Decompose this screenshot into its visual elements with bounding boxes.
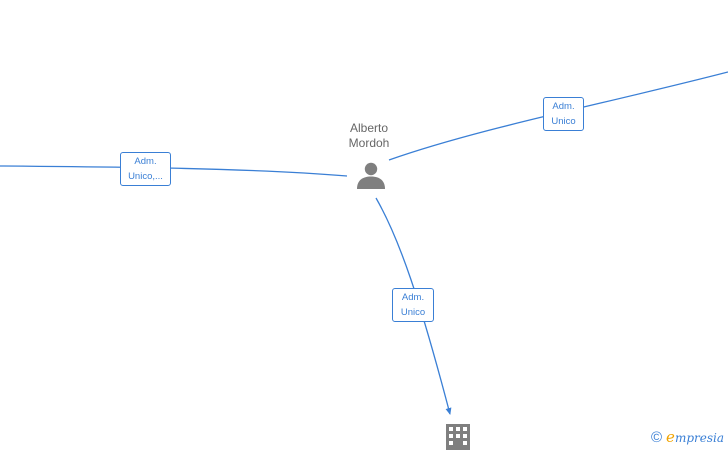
edge-label-upper-right-line1: Adm. (552, 101, 575, 112)
brand-logo-text: mpresia (674, 431, 724, 445)
brand-watermark: © empresia (651, 428, 724, 446)
edge-label-left-line2: Unico,... (128, 171, 163, 182)
building-icon[interactable] (446, 424, 470, 455)
edge-left (0, 165, 348, 177)
person-icon[interactable] (356, 160, 386, 195)
copyright-symbol: © (650, 429, 663, 446)
edge-label-upper-right[interactable]: Adm. Unico (543, 97, 584, 131)
person-name-line2: Mordoh (348, 136, 390, 150)
person-name-line1: Alberto (349, 121, 389, 135)
edge-label-down-line1: Adm. (401, 292, 425, 303)
edge-down (375, 197, 452, 415)
edge-label-upper-right-line2: Unico (551, 116, 576, 127)
edge-label-left-line1: Adm. (134, 156, 157, 167)
edge-label-left[interactable]: Adm. Unico,... (120, 152, 171, 186)
brand-logo-initial: e (666, 428, 675, 446)
brand-logo: empresia (666, 428, 724, 446)
person-name: Alberto Mordoh (329, 121, 409, 151)
edge-label-down[interactable]: Adm. Unico (392, 288, 434, 322)
edge-label-down-line2: Unico (400, 307, 426, 318)
